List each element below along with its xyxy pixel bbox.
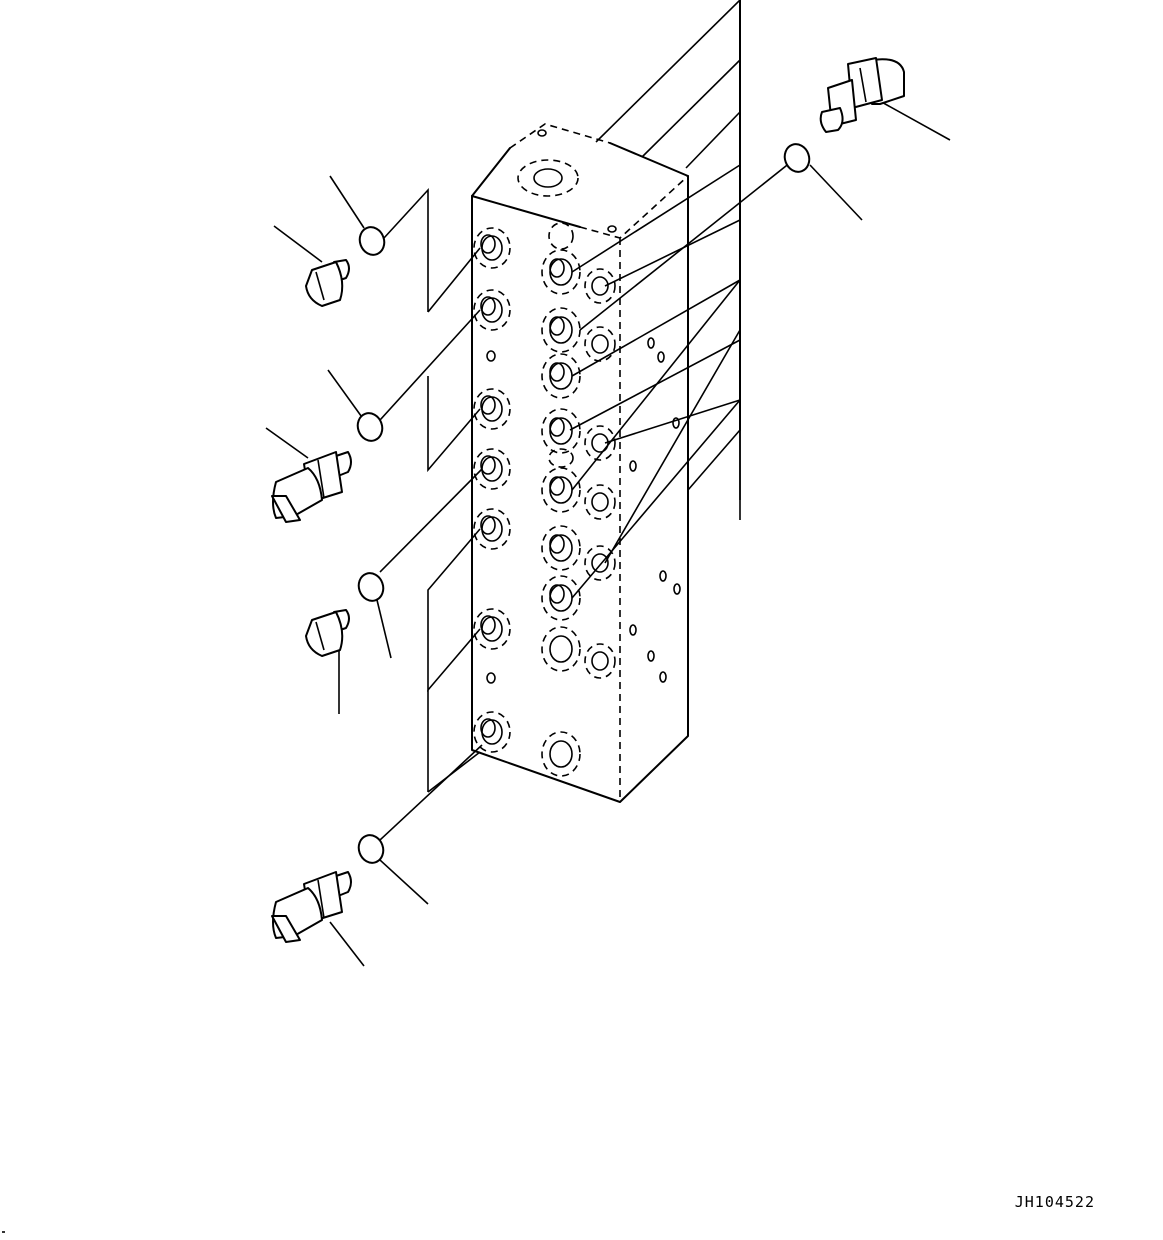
o-rings [356, 143, 811, 864]
o-ring-1 [358, 226, 386, 256]
drawing-code-label: JH104522 [1014, 1193, 1095, 1211]
valve-manifold-block [471, 123, 689, 803]
o-ring-5 [783, 143, 811, 173]
o-ring-2 [356, 412, 384, 442]
o-ring-4 [357, 834, 385, 864]
side-face-holes [629, 337, 681, 683]
plug-2 [305, 609, 350, 657]
middle-port-row [541, 222, 581, 777]
right-port-row [584, 268, 616, 679]
pressure-switch-2 [271, 871, 352, 943]
plug-1 [305, 259, 350, 307]
pressure-switch-1 [271, 451, 352, 523]
left-port-row [473, 227, 511, 753]
leader-lines [265, 0, 951, 967]
pressure-switch-3 [819, 57, 905, 133]
o-ring-3 [357, 572, 385, 602]
